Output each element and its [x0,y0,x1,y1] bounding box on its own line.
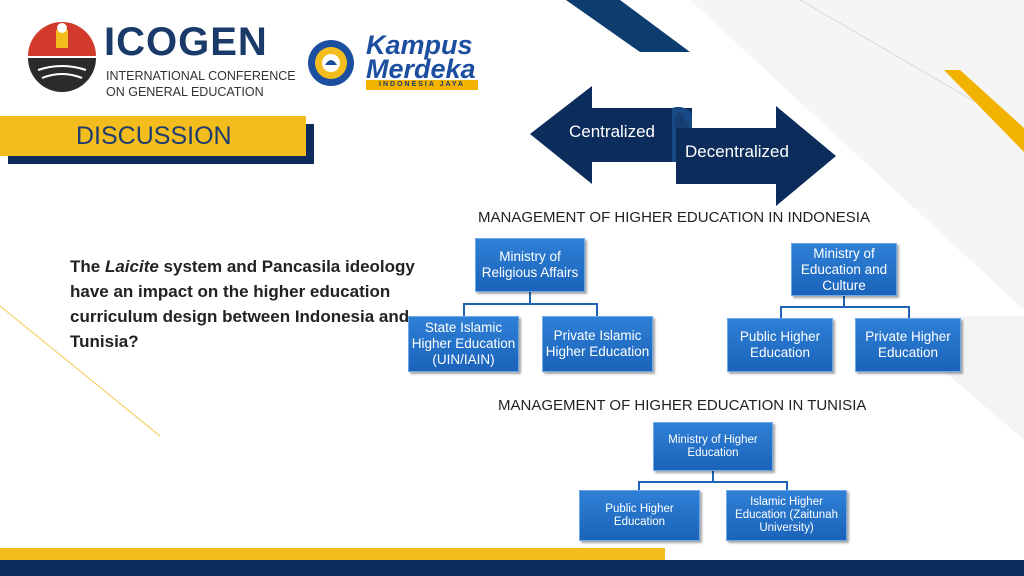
org-box-private-higher-education: Private Higher Education [855,318,961,372]
connector-line [843,296,845,307]
discussion-heading: DISCUSSION [76,122,232,150]
icogen-subtitle: INTERNATIONAL CONFERENCE ON GENERAL EDUC… [106,69,296,99]
org-box-ministry-religious-affairs: Ministry of Religious Affairs [475,238,585,292]
connector-line [712,471,714,482]
kampus-merdeka-title-1: Kampus [366,30,473,60]
connector-line [780,306,782,319]
indonesia-section-title: MANAGEMENT OF HIGHER EDUCATION IN INDONE… [478,209,870,226]
connector-line [638,481,787,483]
arrow-left-icon [530,86,692,184]
org-box-state-islamic-higher-education: State Islamic Higher Education (UIN/IAIN… [408,316,519,372]
tut-wuri-handayani-emblem-icon [308,40,354,86]
connector-line [638,481,640,491]
org-box-tunisia-public-higher-education: Public Higher Education [579,490,700,541]
org-box-ministry-education-culture: Ministry of Education and Culture [791,243,897,296]
arrow-label-centralized: Centralized [569,122,655,141]
connector-line [529,292,531,304]
discussion-question: The Laicite system and Pancasila ideolog… [70,257,415,351]
icogen-title: ICOGEN [104,20,268,64]
kampus-merdeka-band: INDONESIA JAYA [366,80,478,90]
kampus-merdeka-title-2: Merdeka [366,54,476,84]
centralized-decentralized-arrows [530,86,836,206]
connector-line [908,306,910,319]
org-box-ministry-higher-education: Ministry of Higher Education [653,422,773,471]
arrow-label-decentralized: Decentralized [685,142,789,161]
connector-line [786,481,788,491]
connector-line [463,303,597,305]
connector-line [780,306,909,308]
tunisia-section-title: MANAGEMENT OF HIGHER EDUCATION IN TUNISI… [498,397,867,414]
org-box-private-islamic-higher-education: Private Islamic Higher Education [542,316,653,372]
icogen-logo-icon [28,22,96,92]
arrow-right-icon [676,106,836,206]
discussion-heading-box [0,116,306,156]
org-box-tunisia-islamic-higher-education: Islamic Higher Education (Zaitunah Unive… [726,490,847,541]
org-box-public-higher-education: Public Higher Education [727,318,833,372]
connector-line [596,303,598,317]
connector-line [463,303,465,317]
